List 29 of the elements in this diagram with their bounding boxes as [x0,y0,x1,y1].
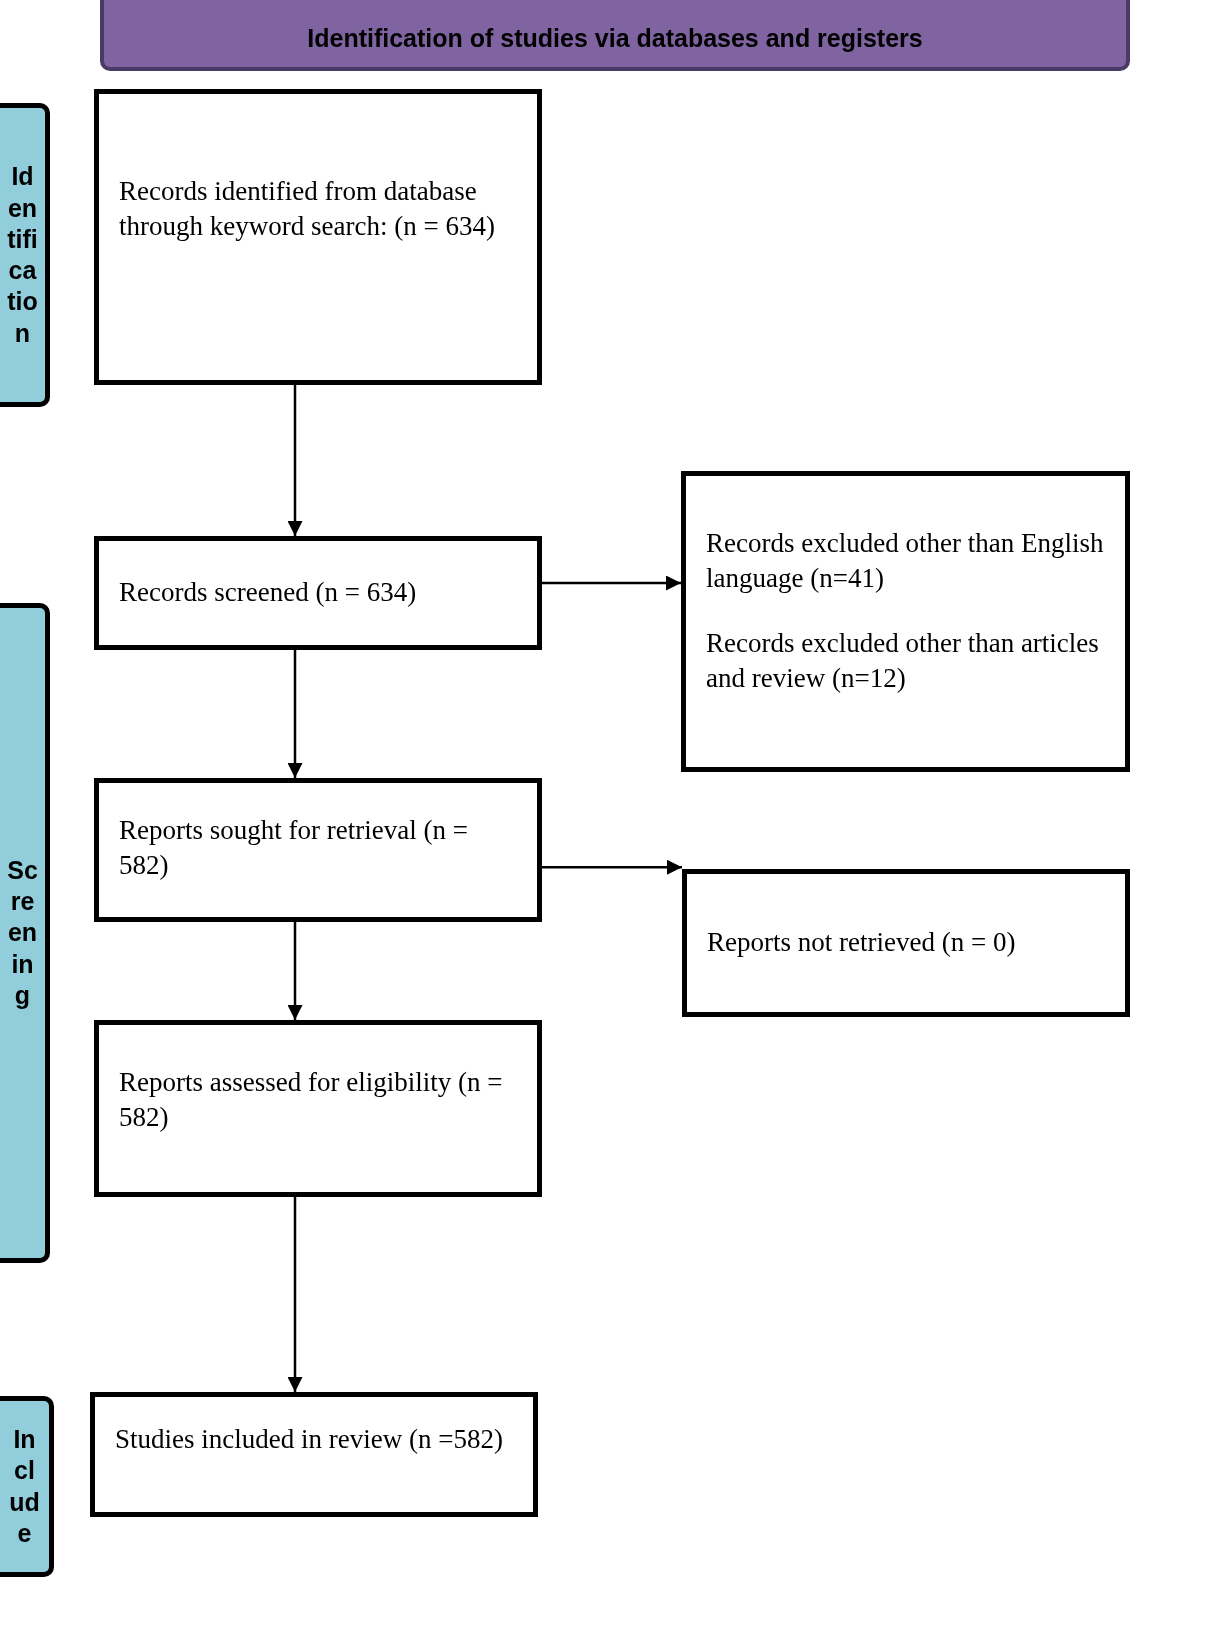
box-text: Records screened (n = 634) [119,576,418,610]
header-banner [100,0,1130,71]
arrow [287,922,303,1020]
box-text: Records excluded other than articles and review (n=12) [706,627,1100,696]
header-title: Identification of studies via databases and registers [307,24,923,53]
phase-band [0,103,50,407]
exclusion-box [682,869,1130,1017]
phase-label: Include [8,1424,41,1549]
arrow [287,650,303,778]
phase-band [0,603,50,1263]
box-text: Records excluded other than English language (n=41) [706,527,1105,596]
box-text: Studies included in review (n =582) [115,1423,504,1456]
phase-label: Identification [6,161,39,349]
arrow [542,575,681,591]
process-box [94,778,542,922]
arrow [542,859,682,875]
box-text: Records identified from database through keyword search: (n = 634) [119,175,496,244]
process-box [94,536,542,650]
box-text: Reports sought for retrieval (n = 582) [119,814,469,883]
process-box [90,1392,538,1517]
phase-label: Screening [6,854,39,1011]
process-box [94,89,542,385]
process-box [94,1020,542,1197]
box-text: Reports assessed for eligibility (n = 582) [119,1066,504,1135]
exclusion-box [681,471,1130,772]
arrow [287,1197,303,1392]
phase-band [0,1396,54,1577]
box-text: Reports not retrieved (n = 0) [707,926,1017,960]
arrow [287,385,303,536]
